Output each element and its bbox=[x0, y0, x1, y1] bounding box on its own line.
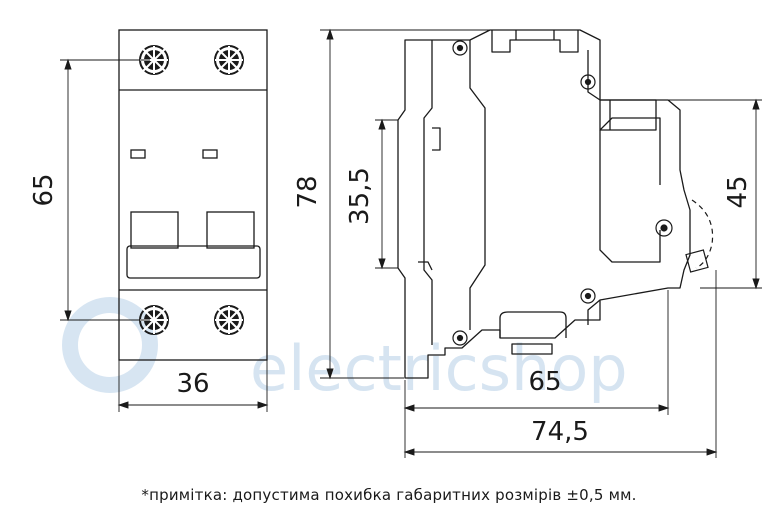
lever-housing bbox=[599, 117, 661, 263]
rivet-icon bbox=[452, 40, 468, 56]
watermark-text: electricshop bbox=[250, 332, 628, 405]
side-inner-profile-right bbox=[587, 50, 601, 325]
lever-top-block bbox=[599, 99, 657, 131]
tolerance-note: *примітка: допустима похибка габаритних … bbox=[141, 486, 637, 504]
rivets bbox=[452, 40, 596, 346]
dim-width-front: 36 bbox=[176, 369, 209, 399]
toggle-lever-right bbox=[206, 211, 255, 249]
screw-top-right-icon bbox=[214, 45, 244, 75]
lever-swing-arc bbox=[691, 199, 714, 269]
top-terminal bbox=[491, 30, 579, 53]
dim-depth-total: 74,5 bbox=[531, 417, 589, 447]
toggle-bar bbox=[126, 245, 261, 279]
front-view bbox=[118, 29, 268, 361]
side-inner-profile-main bbox=[469, 40, 486, 330]
rivet-icon bbox=[580, 288, 596, 304]
screw-bottom-right-icon bbox=[214, 305, 244, 335]
watermark-logo-icon bbox=[62, 297, 158, 393]
lever-tip bbox=[685, 249, 709, 273]
rivet-icon bbox=[452, 330, 468, 346]
lever-pivot-icon bbox=[655, 219, 673, 237]
front-body bbox=[118, 29, 268, 361]
rivet-icon bbox=[580, 74, 596, 90]
dim-rail-height: 35,5 bbox=[345, 167, 375, 225]
side-dimension-lines bbox=[320, 28, 762, 458]
side-inner-profile-left bbox=[423, 40, 433, 345]
rail-clip bbox=[432, 127, 441, 151]
indicator-window-left bbox=[130, 149, 146, 159]
dim-lever-height: 45 bbox=[723, 175, 753, 208]
dim-height-front: 65 bbox=[29, 173, 59, 206]
bottom-terminal bbox=[499, 311, 567, 338]
side-view bbox=[397, 29, 691, 379]
dim-depth-body: 65 bbox=[528, 367, 561, 397]
indicator-window-right bbox=[202, 149, 218, 159]
toggle-lever-left bbox=[130, 211, 179, 249]
dim-height-total: 78 bbox=[293, 175, 323, 208]
watermark: electricshop bbox=[62, 297, 628, 405]
bottom-terminal-clamp bbox=[511, 343, 553, 355]
lever-mechanism bbox=[655, 199, 714, 273]
side-body-outline bbox=[397, 29, 691, 379]
front-dimension-lines bbox=[60, 58, 269, 412]
